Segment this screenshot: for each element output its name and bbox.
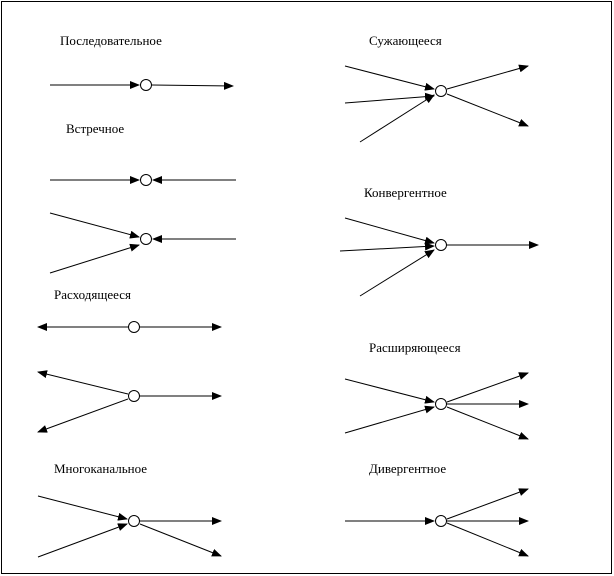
flow-arrow	[49, 212, 140, 239]
diagram-divergent	[345, 488, 529, 557]
flow-arrow	[446, 406, 529, 440]
node-circle	[140, 79, 152, 91]
node-circle	[140, 174, 152, 186]
flow-arrow	[446, 372, 529, 403]
diagram-counter	[50, 174, 236, 186]
flow-arrow	[359, 94, 435, 143]
node-circle	[128, 515, 140, 527]
node-circle	[435, 239, 447, 251]
flow-arrow	[446, 64, 529, 90]
label-diverging: Расходящееся	[54, 287, 131, 302]
diagram-diverging	[37, 321, 222, 333]
label-convergent: Конвергентное	[364, 185, 447, 200]
flow-arrow	[344, 92, 435, 104]
node-circle	[140, 233, 152, 245]
diagram-narrowing	[344, 64, 529, 143]
flow-arrow	[344, 217, 435, 245]
flow-arrow	[339, 242, 435, 252]
diagram-sequential	[50, 79, 234, 91]
node-circle	[435, 85, 447, 97]
flow-arrow	[446, 93, 529, 127]
flow-arrow	[446, 488, 529, 520]
flow-arrow	[49, 243, 140, 274]
diagram-convergent	[339, 217, 539, 297]
flow-arrow	[344, 65, 435, 91]
flow-arrow	[344, 378, 435, 404]
label-sequential: Последовательное	[60, 33, 162, 48]
diagram-expanding	[344, 372, 529, 440]
label-divergent: Дивергентное	[369, 461, 447, 476]
flow-arrow	[37, 495, 128, 521]
node-circle	[128, 390, 140, 402]
flow-arrow	[37, 370, 129, 395]
flow-arrow	[359, 249, 435, 297]
label-expanding: Расширяющееся	[369, 340, 461, 355]
label-multichannel: Многоканальное	[54, 461, 148, 476]
node-circle	[435, 515, 447, 527]
node-circle	[128, 321, 140, 333]
label-counter: Встречное	[66, 121, 125, 136]
flow-arrow	[139, 523, 222, 557]
diagram-multichannel	[37, 495, 222, 558]
flow-arrow	[37, 523, 128, 558]
diagram-counter-multi	[49, 212, 236, 274]
diagram-diverging-multi	[37, 370, 222, 433]
flow-arrow	[37, 398, 129, 433]
flow-arrow	[344, 405, 435, 434]
flow-arrow	[446, 522, 529, 557]
label-narrowing: Сужающееся	[369, 33, 442, 48]
node-circle	[435, 398, 447, 410]
flow-arrow	[151, 81, 234, 90]
